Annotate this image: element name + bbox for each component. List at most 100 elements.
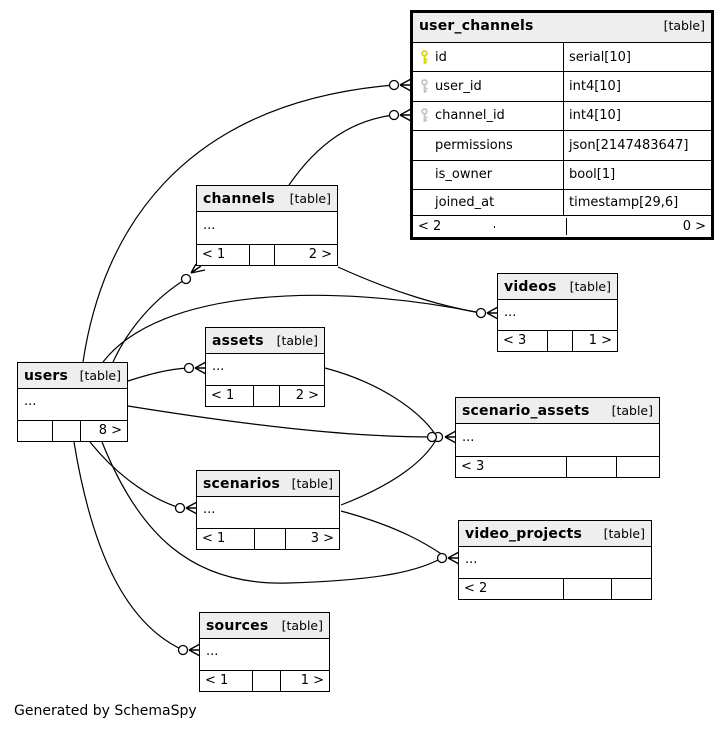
column-row-user-id: user_id int4[10] [413, 72, 711, 102]
table-channels[interactable]: channels [table] ... < 1 2 > [196, 185, 338, 266]
table-type-tag: [table] [569, 279, 611, 294]
table-users[interactable]: users [table] ... 8 > [17, 362, 128, 442]
table-type-tag: [table] [276, 333, 318, 348]
table-header[interactable]: video_projects [table] [459, 521, 651, 547]
footer-children-count [18, 421, 52, 441]
footer-spacer [253, 386, 279, 406]
endpoint-scenarios [174, 501, 198, 515]
footer-spacer [546, 331, 572, 351]
table-name[interactable]: assets [212, 333, 264, 349]
column-row-channel-id: channel_id int4[10] [413, 101, 711, 132]
table-footer: < 1 3 > [197, 529, 339, 549]
footer-parents-count: 1 > [571, 331, 617, 351]
footer-children-count: < 1 [202, 531, 226, 546]
endpoint-scenario-assets [426, 430, 457, 444]
rel-users-channels [112, 278, 187, 363]
table-name[interactable]: video_projects [465, 526, 583, 542]
table-type-tag: [table] [289, 191, 331, 206]
column-type: timestamp[29,6] [563, 189, 711, 216]
table-type-tag: [table] [603, 526, 645, 541]
table-user-channels[interactable]: user_channels [table] id serial[10] user… [410, 10, 714, 240]
columns-collapsed: ... [197, 212, 337, 245]
table-header[interactable]: scenarios [table] [197, 471, 339, 497]
table-footer: 8 > [18, 421, 127, 441]
table-name[interactable]: scenario_assets [462, 403, 590, 419]
table-footer: < 1 2 > [197, 245, 337, 265]
table-footer: < 1 2 > [206, 386, 324, 406]
table-videos[interactable]: videos [table] ... < 3 1 > [497, 273, 618, 352]
primary-key-icon [413, 49, 435, 65]
rel-users-user-channels [82, 84, 395, 363]
footer-parents-count: 3 > [285, 529, 339, 549]
table-sources[interactable]: sources [table] ... < 1 1 > [199, 612, 330, 692]
column-row-id: id serial[10] [413, 43, 711, 73]
column-name: user_id [435, 79, 482, 95]
footer-spacer [494, 225, 566, 228]
rel-users-assets [127, 367, 190, 382]
foreign-key-icon [413, 108, 435, 123]
rel-users-video-projects [101, 441, 443, 584]
column-type: serial[10] [563, 43, 711, 72]
footer-parents-count: 1 > [279, 671, 329, 691]
rel-channels-videos [337, 266, 482, 314]
table-header[interactable]: user_channels [table] [413, 13, 711, 43]
footer-spacer [248, 245, 274, 265]
table-header[interactable]: channels [table] [197, 186, 337, 212]
column-type: int4[10] [563, 72, 711, 101]
table-header[interactable]: users [table] [18, 363, 127, 389]
table-assets[interactable]: assets [table] ... < 1 2 > [205, 327, 325, 407]
rel-users-sources [73, 441, 184, 651]
footer-spacer [253, 529, 285, 549]
footer-parents-count [610, 579, 651, 599]
rel-users-videos [102, 294, 482, 363]
columns-collapsed: ... [200, 639, 329, 671]
columns-collapsed: ... [197, 497, 339, 529]
footer-spacer [251, 671, 280, 691]
table-header[interactable]: scenario_assets [table] [456, 398, 659, 424]
table-header[interactable]: assets [table] [206, 328, 324, 354]
table-scenarios[interactable]: scenarios [table] ... < 1 3 > [196, 470, 340, 550]
table-name[interactable]: scenarios [203, 476, 280, 492]
table-type-tag: [table] [281, 618, 323, 633]
table-name[interactable]: users [24, 368, 69, 384]
endpoint-user-channels-user-id [388, 78, 412, 92]
rel-users-scenarios [89, 441, 181, 509]
generated-by-credit: Generated by SchemaSpy [14, 703, 197, 719]
column-name: id [435, 49, 447, 65]
columns-collapsed: ... [18, 389, 127, 421]
columns-collapsed: ... [206, 354, 324, 386]
table-name[interactable]: videos [504, 279, 557, 295]
column-row-permissions: permissions json[2147483647] [413, 131, 711, 161]
column-row-is-owner: is_owner bool[1] [413, 160, 711, 190]
table-video-projects[interactable]: video_projects [table] ... < 2 [458, 520, 652, 600]
table-name[interactable]: sources [206, 618, 269, 634]
footer-children-count: < 1 [202, 247, 226, 262]
table-footer: < 2 [459, 579, 651, 599]
footer-spacer [562, 579, 611, 599]
column-name: is_owner [435, 167, 493, 183]
endpoint-channels [180, 263, 206, 285]
column-type: json[2147483647] [563, 131, 711, 160]
footer-parents-count: 8 > [80, 421, 127, 441]
table-footer: < 3 [456, 457, 659, 477]
table-name[interactable]: channels [203, 191, 275, 207]
footer-children-count: < 2 [418, 219, 442, 235]
table-type-tag: [table] [663, 18, 705, 33]
rel-scenarios-video-projects [340, 510, 444, 556]
column-name: channel_id [435, 108, 505, 124]
table-scenario-assets[interactable]: scenario_assets [table] ... < 3 [455, 397, 660, 478]
column-name: joined_at [435, 195, 495, 211]
table-name[interactable]: user_channels [419, 18, 534, 34]
endpoint-videos [475, 306, 499, 320]
table-type-tag: [table] [611, 403, 653, 418]
footer-parents-count [616, 457, 659, 477]
rel-users-scenario-assets [127, 405, 433, 438]
footer-parents-count: 2 > [279, 386, 324, 406]
table-header[interactable]: sources [table] [200, 613, 329, 639]
footer-children-count: < 1 [205, 673, 229, 688]
table-header[interactable]: videos [table] [498, 274, 617, 300]
table-footer: < 2 0 > [413, 216, 711, 237]
footer-children-count: < 3 [503, 333, 527, 348]
